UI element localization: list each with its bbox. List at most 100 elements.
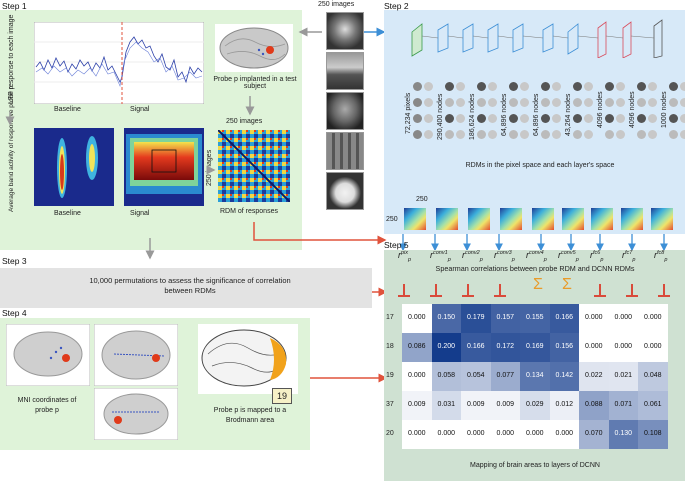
node-label-conv2: 186,624 nodes [469, 93, 476, 140]
network-node [669, 130, 678, 139]
network-node [424, 82, 433, 91]
network-node [413, 82, 422, 91]
node-label-conv4: 64,896 nodes [533, 93, 540, 136]
network-node [680, 98, 685, 107]
matrix-cell: 0.070 [579, 420, 609, 449]
rho-label-conv5: rconv5p [558, 250, 579, 263]
network-node [520, 114, 529, 123]
matrix-row-label: 17 [386, 314, 394, 321]
network-node [573, 114, 582, 123]
network-node [488, 82, 497, 91]
images-header: 250 images [318, 1, 355, 8]
network-node [616, 130, 625, 139]
network-node [477, 98, 486, 107]
network-node [413, 130, 422, 139]
network-node [584, 98, 593, 107]
lfp-signal-label: Signal [130, 106, 150, 113]
network-node [616, 82, 625, 91]
network-node [605, 82, 614, 91]
matrix-row-label: 19 [386, 372, 394, 379]
rho-subscript: p [479, 256, 483, 263]
step3-text: 10,000 permutations to assess the signif… [89, 276, 291, 295]
rdm-spaces-caption: RDMs in the pixel space and each layer's… [465, 162, 615, 169]
matrix-cell: 0.157 [490, 304, 520, 333]
network-node [680, 82, 685, 91]
matrix-row-label: 37 [386, 401, 394, 408]
t-bar [499, 284, 501, 296]
brodmann-area-badge: 19 [272, 388, 292, 404]
matrix-cell: 0.061 [638, 391, 668, 420]
matrix-cell: 0.077 [490, 362, 520, 391]
network-node [648, 82, 657, 91]
node-label-fc7: 4096 nodes [629, 91, 636, 128]
t-bar-cap [594, 295, 606, 297]
node-label-fc8: 1000 nodes [661, 91, 668, 128]
matrix-cell: 0.086 [402, 333, 432, 362]
network-node [552, 98, 561, 107]
matrix-cell: 0.000 [402, 362, 432, 391]
node-label-conv5: 43,264 nodes [565, 93, 572, 136]
matrix-cell: 0.000 [579, 333, 609, 362]
node-label-pix: 72,234 pixels [405, 92, 412, 134]
network-node [669, 98, 678, 107]
network-node [477, 82, 486, 91]
spearman-caption: Spearman correlations between probe RDM … [435, 264, 635, 273]
network-node [552, 130, 561, 139]
rho-label-fc6: rfc6p [590, 250, 603, 263]
mapped-caption: Probe p is mapped to a Brodmann area [213, 407, 287, 424]
band-signal-label: Signal [130, 210, 150, 217]
t-bar-cap [658, 295, 670, 297]
network-node [648, 98, 657, 107]
network-node [509, 82, 518, 91]
rdm-conv5 [562, 208, 584, 230]
rho-symbol: r [558, 250, 561, 260]
step3-panel [0, 268, 372, 308]
network-node [445, 82, 454, 91]
mni-caption: MNI coordinates of probe p [17, 397, 77, 414]
rdm-top-label: 250 [416, 196, 428, 203]
network-node [477, 114, 486, 123]
step2-label: Step 2 [384, 1, 409, 11]
network-node [605, 114, 614, 123]
rho-subscript: p [408, 256, 412, 263]
matrix-cell: 0.134 [520, 362, 550, 391]
rho-symbol: r [622, 250, 625, 260]
rdm-fc7 [621, 208, 643, 230]
network-node [520, 130, 529, 139]
network-node [637, 82, 646, 91]
matrix-row-label: 18 [386, 343, 394, 350]
network-node [456, 98, 465, 107]
matrix-cell: 0.009 [402, 391, 432, 420]
matrix-cell: 0.071 [608, 391, 638, 420]
mni-brain-coronal [94, 388, 178, 440]
network-node [509, 98, 518, 107]
rho-symbol: r [590, 250, 593, 260]
network-node [424, 130, 433, 139]
matrix-cell: 0.000 [608, 304, 638, 333]
matrix-cell: 0.108 [638, 420, 668, 449]
t-bar-cap [430, 295, 442, 297]
mni-brain-sagittal [6, 324, 90, 386]
band-activity-heatmap [34, 128, 204, 206]
network-node [648, 130, 657, 139]
matrix-cell: 0.000 [579, 304, 609, 333]
network-node [413, 98, 422, 107]
matrix-cell: 0.000 [461, 420, 491, 449]
matrix-cell: 0.000 [638, 304, 668, 333]
network-node [605, 98, 614, 107]
step5-label: Step 5 [384, 240, 409, 250]
rdm-header: 250 images [226, 118, 263, 125]
step3-label: Step 3 [2, 256, 27, 266]
matrix-cell: 0.009 [461, 391, 491, 420]
t-bar [599, 284, 601, 296]
network-node [605, 130, 614, 139]
matrix-cell: 0.058 [431, 362, 461, 391]
matrix-cell: 0.009 [490, 391, 520, 420]
matrix-cell: 0.000 [431, 420, 461, 449]
rho-subscript: p [543, 256, 547, 263]
network-node [573, 98, 582, 107]
rdm-conv1 [436, 208, 458, 230]
matrix-cell: 0.029 [520, 391, 550, 420]
network-node [573, 130, 582, 139]
t-bar [631, 284, 633, 296]
